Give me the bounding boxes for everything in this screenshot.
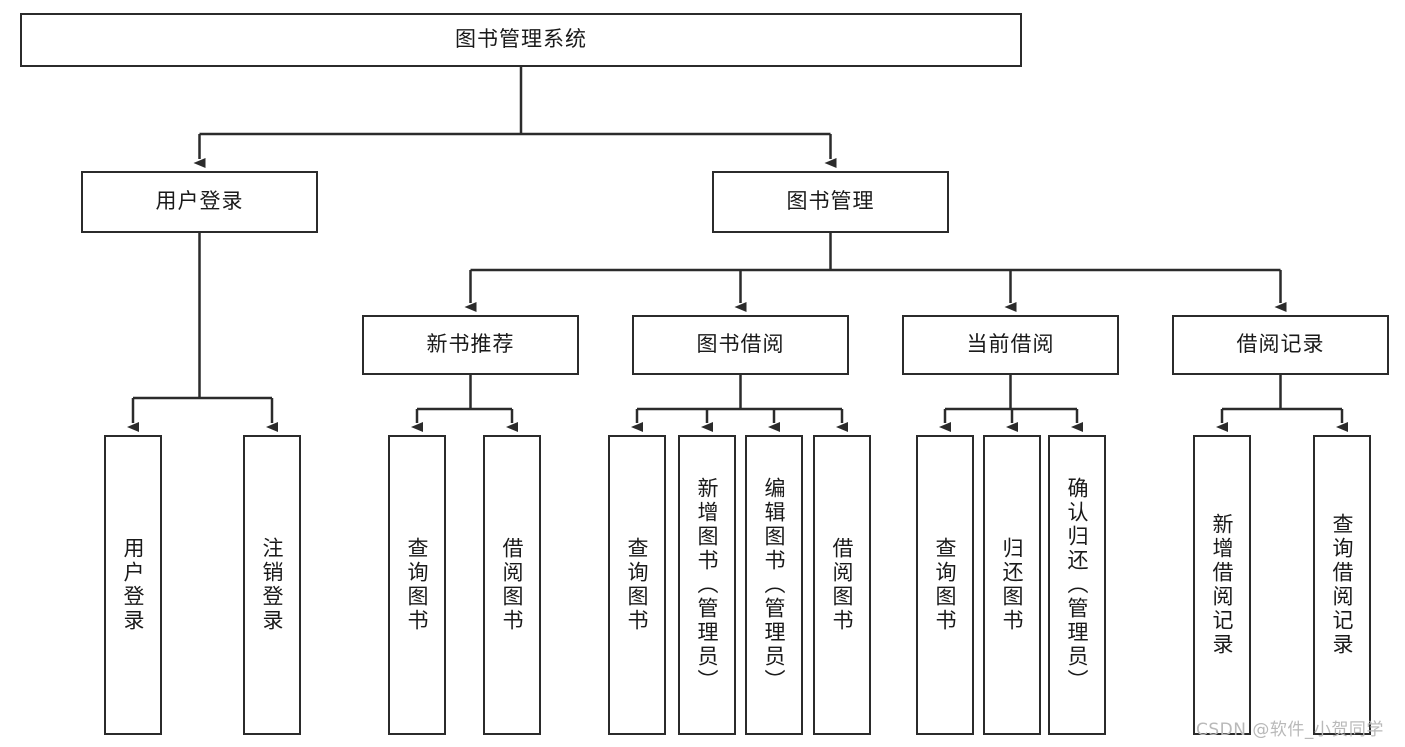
- node-label: 编辑图书（管理员）: [762, 477, 786, 693]
- node-label: 当前借阅: [966, 332, 1055, 357]
- node-leaf-edit-book[interactable]: 编辑图书（管理员）: [745, 435, 803, 735]
- node-book-manage[interactable]: 图书管理: [712, 171, 949, 233]
- node-new-book-recommend[interactable]: 新书推荐: [362, 315, 579, 375]
- node-label: 查询借阅记录: [1330, 513, 1354, 657]
- node-label: 查询图书: [933, 537, 957, 633]
- node-leaf-query-book-cur[interactable]: 查询图书: [916, 435, 974, 735]
- node-label: 新增借阅记录: [1210, 513, 1234, 657]
- node-root[interactable]: 图书管理系统: [20, 13, 1022, 67]
- node-label: 借阅记录: [1236, 332, 1325, 357]
- node-label: 图书借阅: [696, 332, 785, 357]
- node-label: 用户登录: [155, 189, 244, 214]
- node-label: 查询图书: [625, 537, 649, 633]
- node-label: 注销登录: [260, 537, 284, 633]
- csdn-watermark: CSDN @软件_小贺同学: [1196, 720, 1384, 740]
- node-user-login[interactable]: 用户登录: [81, 171, 318, 233]
- node-leaf-user-login[interactable]: 用户登录: [104, 435, 162, 735]
- node-label: 借阅图书: [500, 537, 524, 633]
- node-label: 图书管理: [786, 189, 875, 214]
- node-label: 新增图书（管理员）: [695, 477, 719, 693]
- node-label: 借阅图书: [830, 537, 854, 633]
- node-leaf-add-book[interactable]: 新增图书（管理员）: [678, 435, 736, 735]
- node-label: 新书推荐: [426, 332, 515, 357]
- node-label: 归还图书: [1000, 537, 1024, 633]
- node-book-borrow[interactable]: 图书借阅: [632, 315, 849, 375]
- node-leaf-confirm-return[interactable]: 确认归还（管理员）: [1048, 435, 1106, 735]
- node-leaf-query-record[interactable]: 查询借阅记录: [1313, 435, 1371, 735]
- node-label: 确认归还（管理员）: [1065, 477, 1089, 693]
- node-leaf-borrow-book-rec[interactable]: 借阅图书: [483, 435, 541, 735]
- node-leaf-return-book[interactable]: 归还图书: [983, 435, 1041, 735]
- node-leaf-query-book[interactable]: 查询图书: [608, 435, 666, 735]
- node-borrow-record[interactable]: 借阅记录: [1172, 315, 1389, 375]
- node-label: 用户登录: [121, 537, 145, 633]
- node-leaf-borrow-book[interactable]: 借阅图书: [813, 435, 871, 735]
- node-label: 查询图书: [405, 537, 429, 633]
- node-leaf-logout[interactable]: 注销登录: [243, 435, 301, 735]
- node-leaf-add-record[interactable]: 新增借阅记录: [1193, 435, 1251, 735]
- node-current-borrow[interactable]: 当前借阅: [902, 315, 1119, 375]
- node-leaf-query-book-rec[interactable]: 查询图书: [388, 435, 446, 735]
- node-label: 图书管理系统: [455, 27, 587, 52]
